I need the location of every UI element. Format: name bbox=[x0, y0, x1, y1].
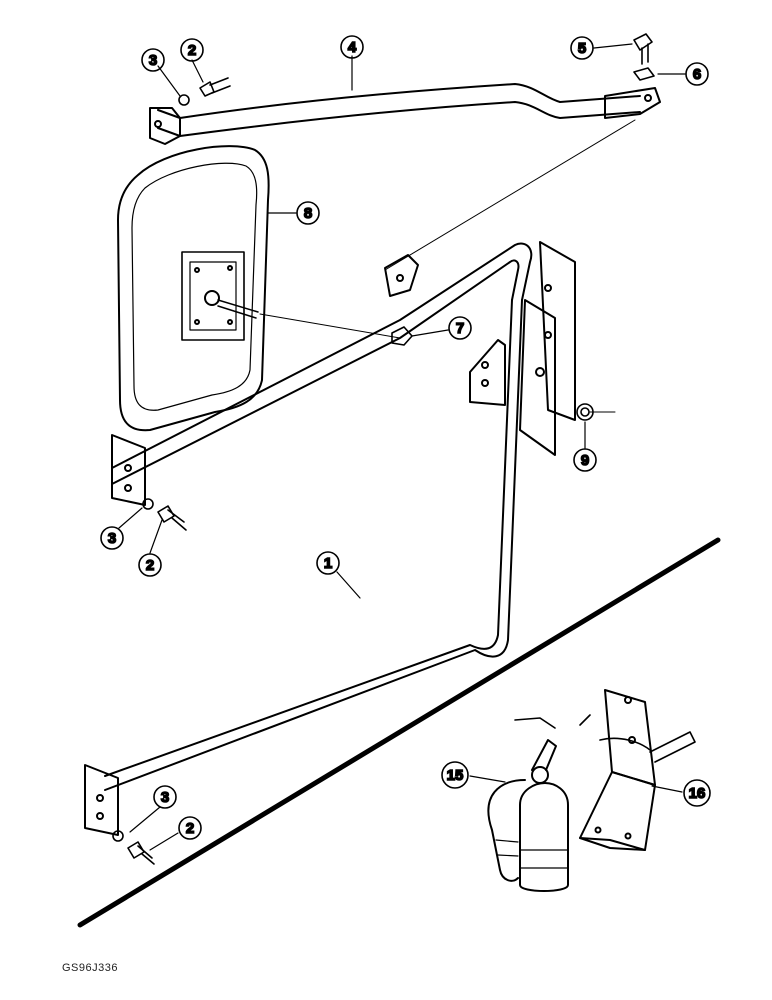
callout-3-top: 3 bbox=[141, 48, 165, 72]
callout-label: 4 bbox=[348, 39, 357, 56]
callout-1: 1 bbox=[316, 551, 340, 575]
extinguisher-bracket bbox=[579, 689, 696, 851]
callouts: 3 2 4 5 6 8 7 9 3 2 1 3 2 15 16 bbox=[100, 35, 711, 840]
callout-8: 8 bbox=[296, 201, 320, 225]
callout-label: 2 bbox=[188, 42, 196, 59]
callout-label: 15 bbox=[447, 767, 464, 784]
callout-label: 2 bbox=[186, 820, 194, 837]
callout-label: 1 bbox=[324, 555, 332, 572]
callout-label: 3 bbox=[149, 52, 157, 69]
callout-label: 9 bbox=[581, 452, 589, 469]
mirror-head bbox=[117, 145, 270, 432]
callout-4: 4 bbox=[340, 35, 364, 59]
callout-2-low: 2 bbox=[178, 816, 202, 840]
callout-6: 6 bbox=[685, 62, 709, 86]
callout-label: 3 bbox=[108, 530, 116, 547]
section-divider bbox=[77, 537, 721, 928]
callout-3-low: 3 bbox=[153, 785, 177, 809]
upper-mirror-arm bbox=[149, 83, 661, 145]
callout-leaders bbox=[118, 43, 686, 851]
callout-2-mid: 2 bbox=[138, 553, 162, 577]
callout-label: 5 bbox=[578, 40, 586, 57]
callout-15: 15 bbox=[441, 761, 469, 789]
callout-3-mid: 3 bbox=[100, 526, 124, 550]
callout-label: 16 bbox=[689, 785, 706, 802]
callout-label: 2 bbox=[146, 557, 154, 574]
cab-bracket bbox=[469, 241, 576, 456]
callout-label: 3 bbox=[161, 789, 169, 806]
figure-reference-code: GS96J336 bbox=[62, 962, 118, 974]
callout-5: 5 bbox=[570, 36, 594, 60]
callout-16: 16 bbox=[683, 779, 711, 807]
main-mirror-frame bbox=[84, 242, 533, 836]
callout-7: 7 bbox=[448, 316, 472, 340]
callout-2-top: 2 bbox=[180, 38, 204, 62]
callout-label: 8 bbox=[304, 205, 312, 222]
fire-extinguisher bbox=[487, 717, 569, 892]
fasteners bbox=[112, 33, 655, 865]
callout-9: 9 bbox=[573, 448, 597, 472]
callout-label: 7 bbox=[456, 320, 464, 337]
callout-label: 6 bbox=[693, 66, 701, 83]
